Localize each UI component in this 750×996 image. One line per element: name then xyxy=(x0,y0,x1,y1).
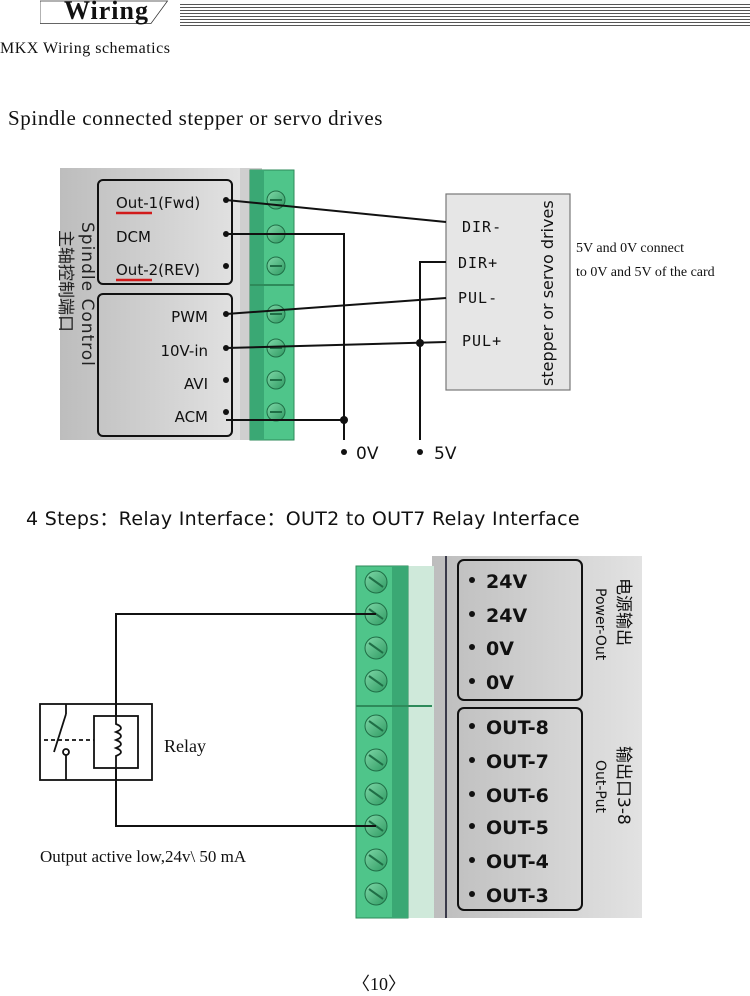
drive-pin-dir-plus: DIR+ xyxy=(458,254,498,272)
section1-wires xyxy=(225,199,447,440)
power-label-0v-a: 0V xyxy=(486,638,514,660)
drive-pin-pul-plus: PUL+ xyxy=(462,332,502,350)
drive-pin-dir-minus: DIR- xyxy=(462,218,502,236)
ground-label-0v: 0V xyxy=(356,444,379,464)
output-group-label-cn: 输出口3-8 xyxy=(613,746,633,825)
terminal-label-out1: Out-1(Fwd) xyxy=(116,194,200,212)
power-group-label-cn: 电源输出 xyxy=(613,578,633,646)
output-label-3: OUT-3 xyxy=(486,885,549,907)
terminal-dots-2 xyxy=(469,577,475,897)
card-label-cn: 主轴控制端口 xyxy=(55,230,75,332)
power-label-0v-b: 0V xyxy=(486,672,514,694)
power-group-label: Power-Out xyxy=(592,588,608,661)
drive-box xyxy=(445,193,571,391)
page-number: 〈10〉 xyxy=(352,974,406,994)
terminal-label-10v: 10V-in xyxy=(160,342,208,360)
terminal-label-pwm: PWM xyxy=(171,308,208,326)
page-title: Wiring xyxy=(64,0,149,25)
drive-pin-pul-minus: PUL- xyxy=(458,289,498,307)
power-label-24v-a: 24V xyxy=(486,571,527,593)
relay-symbol xyxy=(39,703,153,781)
header-stripes xyxy=(180,4,750,26)
output-label-8: OUT-8 xyxy=(486,717,549,739)
terminal-label-avi: AVI xyxy=(184,375,208,393)
relay-note: Output active low,24v\ 50 mA xyxy=(40,847,247,866)
section1-title: Spindle connected stepper or servo drive… xyxy=(8,106,384,130)
output-label-7: OUT-7 xyxy=(486,751,549,773)
title-tab-shape xyxy=(40,0,169,24)
output-label-6: OUT-6 xyxy=(486,785,549,807)
drive-label: stepper or servo drives xyxy=(538,200,557,386)
terminal-screws-2 xyxy=(364,570,388,906)
section2-title: 4 Steps：Relay Interface：OUT2 to OUT7 Rel… xyxy=(26,508,580,530)
terminal-label-out2: Out-2(REV) xyxy=(116,261,200,279)
output-group-label: Out-Put xyxy=(592,760,608,814)
terminal-label-dcm: DCM xyxy=(116,228,151,246)
output-label-4: OUT-4 xyxy=(486,851,549,873)
section1-junctions xyxy=(340,339,424,455)
drive-note-line2: to 0V and 5V of the card xyxy=(576,265,715,280)
page-subtitle: MKX Wiring schematics xyxy=(0,40,171,57)
relay-label: Relay xyxy=(164,736,206,756)
power-label-24v-b: 24V xyxy=(486,605,527,627)
supply-label-5v: 5V xyxy=(434,444,457,464)
drive-note-line1: 5V and 0V connect xyxy=(576,241,684,256)
output-card xyxy=(355,556,642,919)
relay-wires xyxy=(115,613,376,827)
terminal-label-acm: ACM xyxy=(175,408,208,426)
card-label-en: Spindle Control xyxy=(77,222,97,367)
output-label-5: OUT-5 xyxy=(486,817,549,839)
